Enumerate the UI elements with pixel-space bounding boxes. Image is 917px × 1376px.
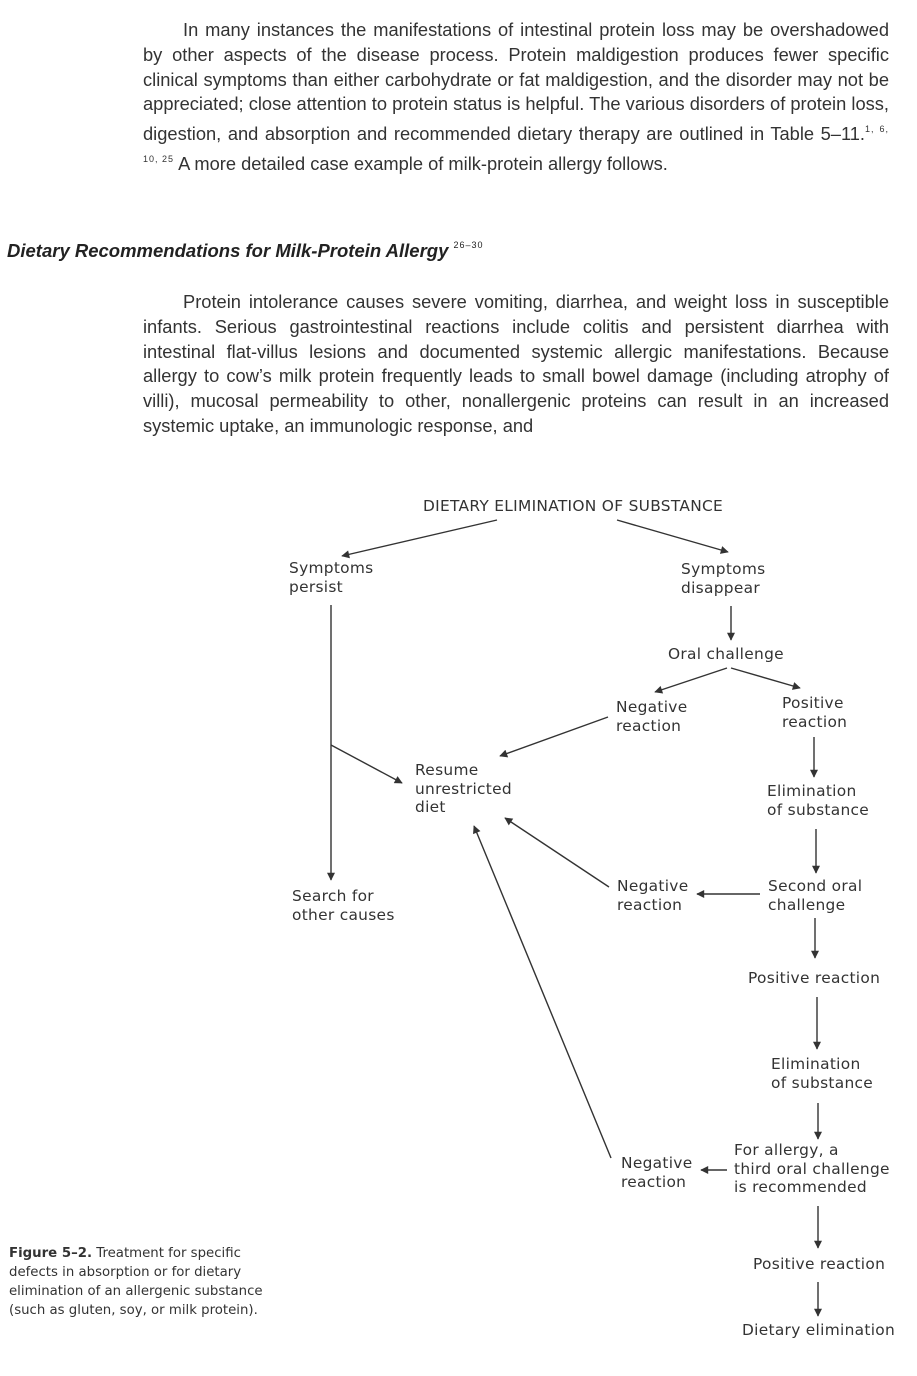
node-elimination-2: Elimination of substance: [771, 1055, 874, 1092]
node-elimination-1: Elimination of substance: [767, 782, 870, 819]
node-search-other-causes: Search for other causes: [292, 887, 395, 924]
node-resume-diet: Resume unrestricted diet: [415, 761, 512, 816]
arrow-challenge-to-negative: [654, 667, 728, 694]
arrow-negative3-to-resume: [473, 825, 612, 1159]
arrow-challenge-to-positive: [730, 667, 801, 690]
node-positive-reaction-1: Positive reaction: [782, 694, 848, 731]
node-symptoms-persist: Symptoms persist: [289, 559, 374, 596]
section-heading-text: Dietary Recommendations for Milk-Protein…: [7, 240, 449, 261]
arrow-persist-to-resume: [330, 744, 403, 784]
section-heading-refs: 26–30: [453, 240, 484, 250]
node-start: DIETARY ELIMINATION OF SUBSTANCE: [423, 497, 724, 515]
figure-caption-text: Treatment for specific defects in absorp…: [9, 1246, 263, 1318]
node-negative-reaction-2: Negative reaction: [617, 877, 689, 914]
node-dietary-elimination: Dietary elimination: [742, 1321, 896, 1339]
arrow-negative1-to-resume: [499, 716, 609, 758]
arrow-start-to-persist: [341, 519, 498, 559]
section-body: Protein intolerance causes severe vomiti…: [143, 291, 889, 436]
node-symptoms-disappear: Symptoms disappear: [681, 560, 766, 597]
figure-label: Figure 5–2.: [9, 1246, 93, 1261]
section-heading: Dietary Recommendations for Milk-Protein…: [7, 240, 484, 262]
node-negative-reaction-1: Negative reaction: [616, 698, 688, 735]
intro-text: In many instances the manifestations of …: [143, 19, 889, 145]
intro-refs: 1, 6, 10, 25: [143, 124, 889, 164]
node-positive-reaction-2: Positive reaction: [748, 969, 881, 987]
node-third-challenge: For allergy, a third oral challenge is r…: [734, 1141, 890, 1196]
node-positive-reaction-3: Positive reaction: [753, 1255, 886, 1273]
intro-paragraph: In many instances the manifestations of …: [143, 18, 889, 177]
node-negative-reaction-3: Negative reaction: [621, 1154, 693, 1191]
arrow-negative2-to-resume: [504, 817, 610, 888]
intro-tail: A more detailed case example of milk-pro…: [174, 152, 668, 174]
figure-caption: Figure 5–2. Treatment for specific defec…: [9, 1244, 263, 1320]
node-oral-challenge: Oral challenge: [668, 645, 784, 663]
node-second-challenge: Second oral challenge: [768, 877, 863, 914]
section-paragraph: Protein intolerance causes severe vomiti…: [143, 290, 889, 439]
arrow-start-to-disappear: [616, 519, 729, 554]
